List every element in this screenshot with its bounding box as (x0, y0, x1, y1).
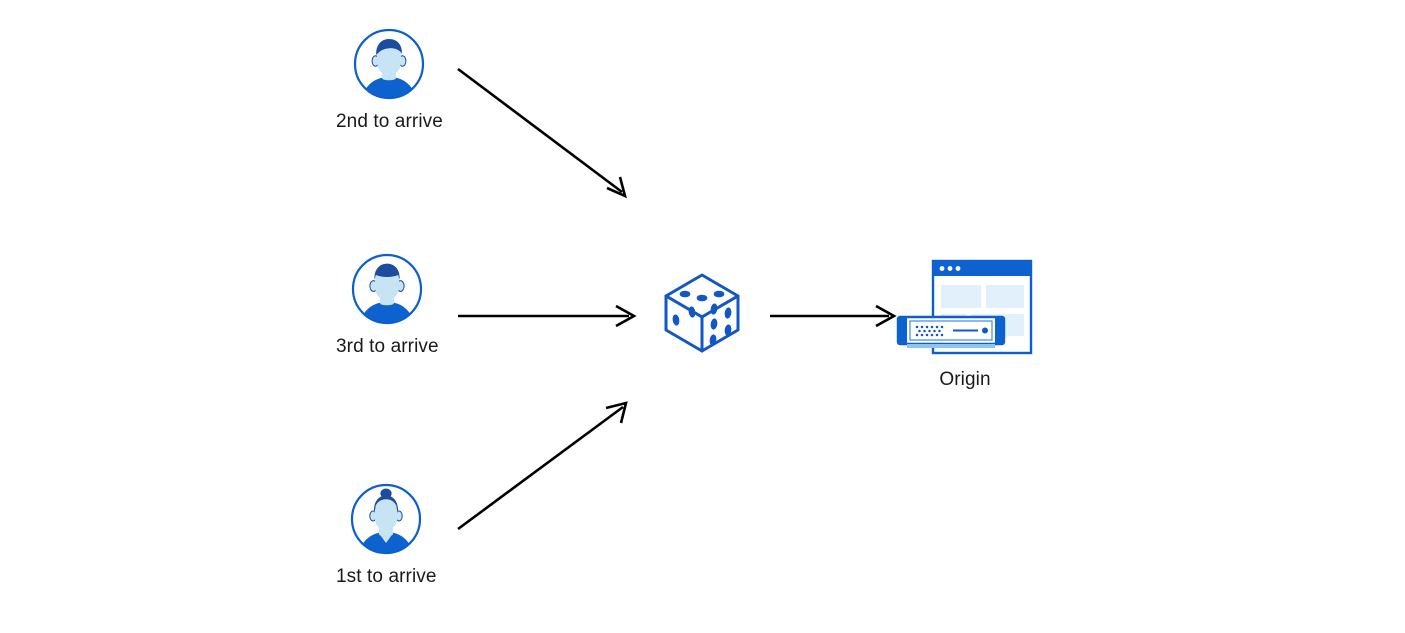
router-device-shape (896, 315, 1006, 348)
dice-icon (657, 268, 747, 358)
node-label: 3rd to arrive (336, 336, 439, 357)
node-label: 1st to arrive (336, 566, 437, 587)
node-client-1st[interactable]: 1st to arrive (336, 483, 437, 588)
node-randomizer[interactable] (657, 268, 747, 358)
node-client-3rd[interactable]: 3rd to arrive (336, 253, 439, 358)
node-client-2nd[interactable]: 2nd to arrive (336, 28, 443, 133)
arrow-dice-to-origin (770, 304, 897, 328)
arrow-3rd-to-dice (458, 304, 637, 328)
user-avatar-icon (350, 483, 422, 555)
origin-server-icon (895, 258, 1035, 358)
user-avatar-icon (351, 253, 423, 325)
node-label: 2nd to arrive (336, 111, 443, 132)
node-label: Origin (939, 369, 991, 390)
arrow-1st-to-dice (457, 401, 628, 531)
node-origin[interactable]: Origin (895, 258, 1035, 391)
arrow-2nd-to-dice (457, 67, 627, 199)
user-avatar-icon (353, 28, 425, 100)
